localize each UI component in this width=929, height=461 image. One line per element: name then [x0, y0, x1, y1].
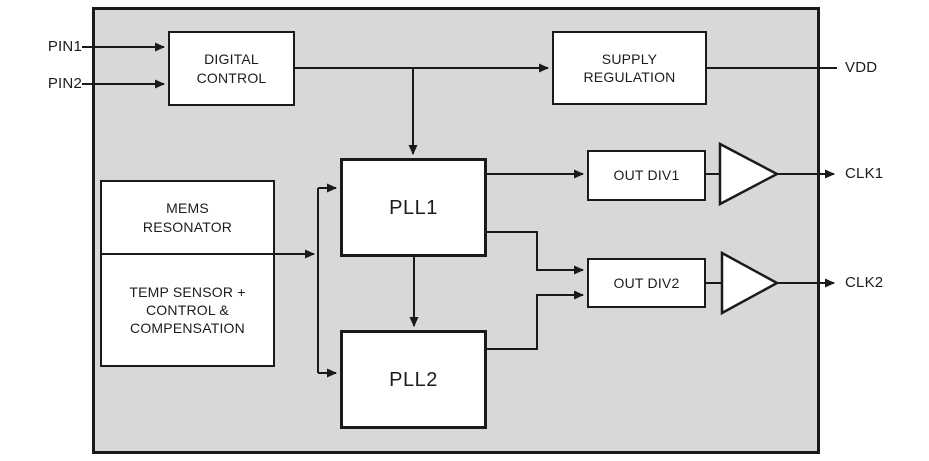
out-div2-block: OUT DIV2 — [587, 258, 706, 308]
supply-regulation-label: SUPPLY REGULATION — [583, 50, 676, 85]
out-div1-label: OUT DIV1 — [613, 167, 680, 184]
digital-control-block: DIGITAL CONTROL — [168, 31, 295, 106]
output-buffer2-icon — [720, 250, 780, 316]
mems-resonator-section: MEMS RESONATOR — [102, 182, 273, 255]
out-div1-block: OUT DIV1 — [587, 150, 706, 201]
supply-regulation-block: SUPPLY REGULATION — [552, 31, 707, 105]
wire-pll1-to-out-div2 — [487, 231, 584, 275]
pin1-label: PIN1 — [47, 38, 82, 55]
pll2-block: PLL2 — [340, 330, 487, 429]
pll1-block: PLL1 — [340, 158, 487, 257]
pin2-label: PIN2 — [47, 75, 82, 92]
mems-block: MEMS RESONATOR TEMP SENSOR + CONTROL & C… — [100, 180, 275, 367]
temp-sensor-label: TEMP SENSOR + CONTROL & COMPENSATION — [129, 283, 246, 337]
clk2-label: CLK2 — [845, 274, 884, 291]
clk1-label: CLK1 — [845, 165, 884, 182]
digital-control-label: DIGITAL CONTROL — [196, 51, 267, 86]
pll1-label: PLL1 — [389, 196, 438, 219]
vdd-label: VDD — [845, 59, 878, 76]
out-div2-label: OUT DIV2 — [613, 274, 680, 291]
temp-sensor-section: TEMP SENSOR + CONTROL & COMPENSATION — [102, 255, 273, 365]
pll2-label: PLL2 — [389, 368, 438, 391]
mems-resonator-label: MEMS RESONATOR — [142, 200, 233, 235]
output-buffer1-icon — [718, 141, 780, 207]
wire-pll2-to-out-div2 — [487, 290, 584, 350]
